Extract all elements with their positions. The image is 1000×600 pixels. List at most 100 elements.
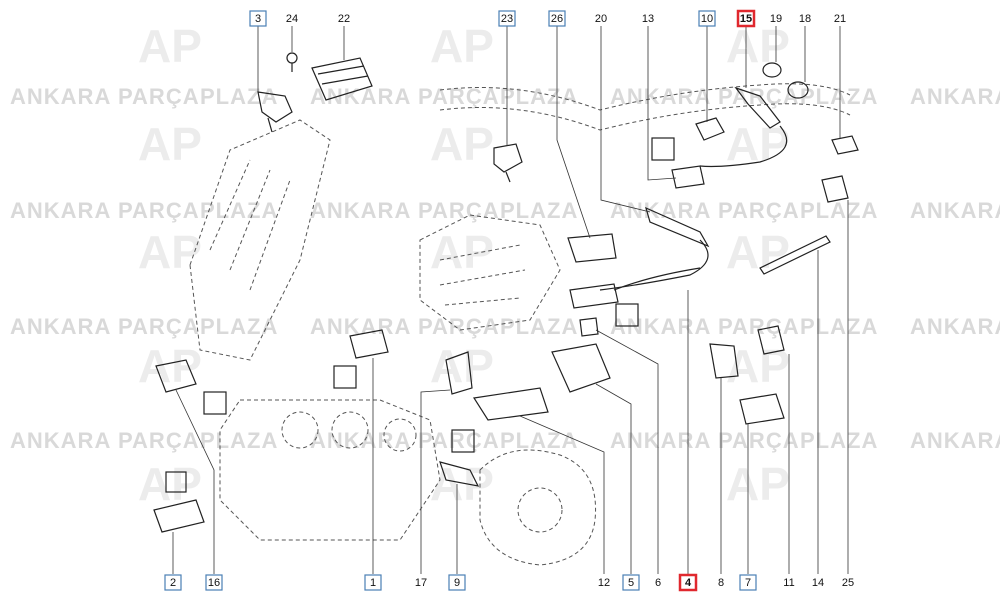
watermark-text: PARÇA: [718, 198, 800, 223]
callout-box: [364, 574, 382, 591]
callout-number: 15: [740, 13, 752, 25]
watermark-text: PLAZA: [500, 314, 578, 339]
callout-3: 3: [249, 10, 267, 27]
callout-11: 11: [783, 577, 794, 589]
callout-number: 22: [338, 13, 350, 25]
clip-8: [709, 343, 739, 379]
watermark-text: PLAZA: [200, 198, 278, 223]
temperature-sensor-9: [439, 461, 480, 487]
watermark-text: ANKARA: [910, 428, 1000, 453]
callout-box: [739, 574, 757, 591]
callout-number: 18: [799, 13, 811, 25]
callout-box: [736, 9, 756, 28]
watermark-row: ANKARA PARÇA PLAZA ANKARA PARÇA PLAZA AN…: [10, 428, 1000, 453]
watermark-text: PARÇA: [418, 428, 500, 453]
callout-15: 15: [736, 9, 756, 28]
valve-11: [757, 325, 785, 355]
callout-2: 2: [164, 574, 182, 591]
callout-number: 13: [642, 13, 654, 25]
callout-box: [249, 10, 267, 27]
watermark-text: PARÇA: [118, 84, 200, 109]
watermark-logo-text: AP: [726, 118, 790, 170]
watermark-logo-text: AP: [726, 20, 790, 72]
watermark-row: ANKARA PARÇA PLAZA ANKARA PARÇA PLAZA AN…: [10, 314, 1000, 339]
callout-22: 22: [338, 13, 350, 25]
engine-block-outline: [189, 119, 561, 541]
callout-number: 2: [170, 577, 176, 589]
bracket-5: [551, 343, 611, 393]
watermark-text: ANKARA: [310, 84, 411, 109]
watermark-logo-text: AP: [138, 340, 202, 392]
watermark-text: PLAZA: [500, 198, 578, 223]
callout-14: 14: [812, 577, 824, 589]
callout-box: [164, 574, 182, 591]
callout-26: 26: [548, 10, 566, 27]
callout-number: 11: [783, 577, 794, 589]
pipe-clamp-17: [445, 351, 473, 395]
callout-25: 25: [842, 577, 854, 589]
bracket-7: [739, 393, 785, 425]
callout-19: 19: [770, 13, 782, 25]
callout-box: [205, 574, 223, 591]
watermark-logo-text: AP: [430, 458, 494, 510]
callout-9: 9: [448, 574, 466, 591]
callout-23: 23: [498, 10, 516, 27]
callout-number: 6: [655, 577, 661, 589]
pressure-sensor-23: [493, 143, 523, 183]
screw-24: [286, 52, 298, 72]
callout-12: 12: [598, 577, 610, 589]
watermark-logo-text: AP: [138, 226, 202, 278]
watermark-logo-text: AP: [430, 118, 494, 170]
callout-number: 4: [685, 577, 692, 589]
watermark-text: ANKARA: [910, 84, 1000, 109]
callout-20: 20: [595, 13, 607, 25]
callout-number: 3: [255, 13, 261, 25]
turbo-housing-outline: [479, 449, 597, 566]
watermark-text: PLAZA: [800, 428, 878, 453]
watermark-logo-text: AP: [138, 458, 202, 510]
leader-lines: [172, 26, 849, 574]
plug-18: [787, 81, 809, 99]
callout-box: [498, 10, 516, 27]
callout-box: [548, 10, 566, 27]
watermark-text: PLAZA: [200, 84, 278, 109]
callout-number: 9: [454, 577, 460, 589]
callout-box: [678, 573, 698, 592]
callout-18: 18: [799, 13, 811, 25]
callout-13: 13: [642, 13, 654, 25]
watermark-text: PLAZA: [800, 314, 878, 339]
watermark-text: ANKARA: [610, 198, 711, 223]
coolant-sensor-1: [349, 329, 389, 359]
watermark-text: ANKARA: [310, 314, 411, 339]
connector-25: [821, 175, 849, 203]
watermark-text: ANKARA: [10, 84, 111, 109]
watermark-text: ANKARA: [310, 198, 411, 223]
cable-tie-14: [759, 235, 831, 275]
watermark-logo-text: AP: [726, 458, 790, 510]
sensor-16: [155, 359, 197, 393]
callout-8: 8: [718, 577, 724, 589]
connector-13: [671, 165, 705, 189]
callout-number: 14: [812, 577, 824, 589]
connector-21: [831, 135, 859, 155]
callout-number: 26: [551, 13, 563, 25]
watermark-text: PLAZA: [800, 84, 878, 109]
watermark-text: PLAZA: [500, 428, 578, 453]
connector-4: [569, 267, 701, 309]
watermark-text: PLAZA: [500, 84, 578, 109]
watermark-row: ANKARA PARÇA PLAZA ANKARA PARÇA PLAZA AN…: [10, 84, 1000, 109]
watermark-layer: AP AP AP AP AP AP AP AP AP AP AP AP AP A…: [10, 20, 1000, 510]
callout-17: 17: [415, 577, 427, 589]
callout-7: 7: [739, 574, 757, 591]
callout-number: 17: [415, 577, 427, 589]
o-ring-19: [762, 62, 782, 78]
watermark-text: PARÇA: [418, 198, 500, 223]
watermark-text: PARÇA: [418, 314, 500, 339]
watermark-text: ANKARA: [10, 198, 111, 223]
callout-number: 23: [501, 13, 513, 25]
callout-number: 8: [718, 577, 724, 589]
callout-box: [698, 10, 716, 27]
